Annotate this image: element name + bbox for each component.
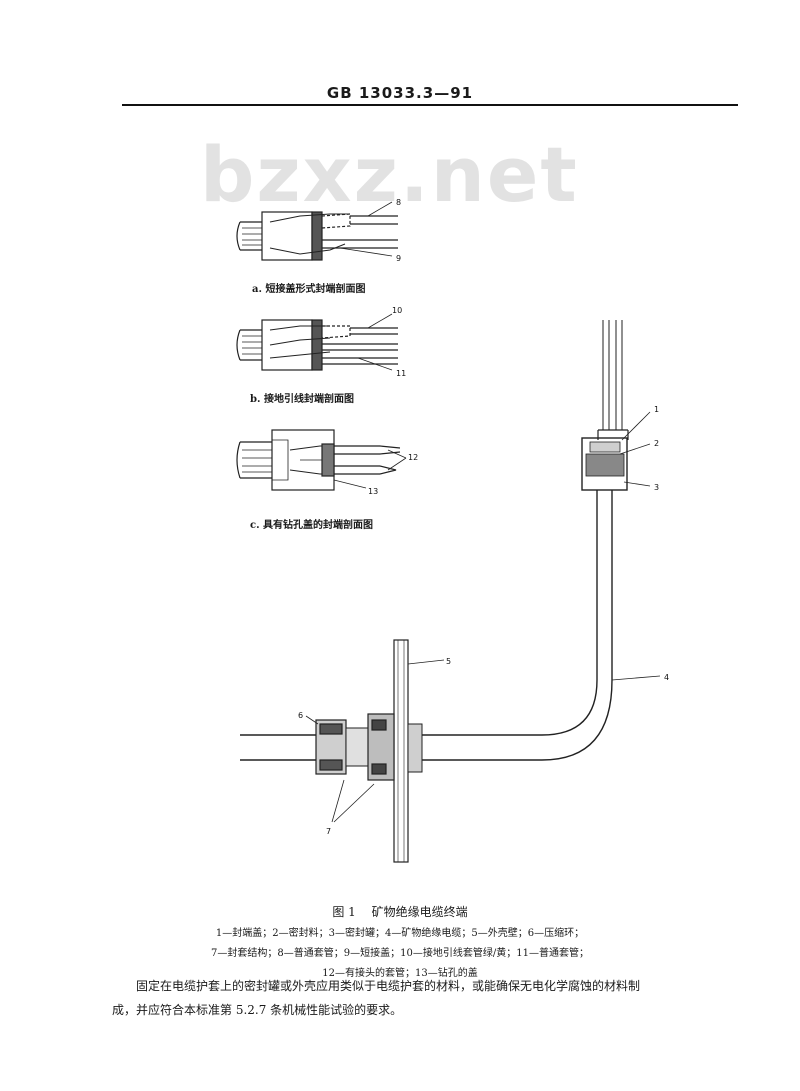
page-header: GB 13033.3—91 — [326, 84, 474, 102]
callout-9: 9 — [396, 254, 401, 263]
main-drawing-sealed-end: 1 2 3 — [581, 320, 659, 492]
callout-13: 13 — [368, 487, 378, 496]
callout-7: 7 — [326, 827, 331, 836]
main-drawing-cable: 4 — [240, 490, 669, 761]
callout-2: 2 — [654, 439, 659, 448]
figure-title: 矿物绝缘电缆终端 — [371, 905, 468, 919]
callout-4: 4 — [664, 673, 669, 682]
legend-line-1: 1—封端盖；2—密封料；3—密封罐；4—矿物绝缘电缆；5—外壳壁；6—压缩环； — [215, 928, 585, 939]
body-line-2: 成，并应符合本标准第 5.2.7 条机械性能试验的要求。 — [112, 1003, 403, 1017]
callout-3: 3 — [654, 483, 659, 492]
main-drawing-gland: 5 6 7 — [298, 639, 451, 863]
figure-number: 图 1 — [332, 905, 356, 919]
body-paragraph: 固定在电缆护套上的密封罐或外壳应用类似于电缆护套的材料，或能确保无电化学腐蚀的材… — [112, 974, 742, 1022]
callout-6: 6 — [298, 711, 303, 720]
callout-12: 12 — [408, 453, 418, 462]
subcaption-b: b. 接地引线封端剖面图 — [250, 394, 354, 405]
header-rule — [122, 104, 738, 106]
body-line-1: 固定在电缆护套上的密封罐或外壳应用类似于电缆护套的材料，或能确保无电化学腐蚀的材… — [136, 979, 641, 993]
callout-8: 8 — [396, 198, 401, 207]
callout-1: 1 — [654, 405, 659, 414]
legend-line-3: 12—有接头的套管；13—钻孔的盖 — [322, 968, 478, 979]
subcaption-c: c. 具有钻孔盖的封端剖面图 — [250, 520, 374, 531]
subcaption-a: a. 短接盖形式封端剖面图 — [252, 284, 366, 295]
subfigure-c-drawing: 12 13 — [236, 429, 418, 496]
callout-5: 5 — [446, 657, 451, 666]
callout-11: 11 — [396, 369, 406, 378]
subfigure-b-drawing: 10 11 — [236, 306, 406, 378]
subfigure-a-drawing: 8 9 — [236, 198, 401, 263]
figure-caption: 图 1 矿物绝缘电缆终端 — [0, 903, 800, 920]
callout-10: 10 — [392, 306, 402, 315]
legend-line-2: 7—封套结构；8—普通套管；9—短接盖；10—接地引线套管绿/黄；11—普通套管… — [211, 948, 589, 959]
